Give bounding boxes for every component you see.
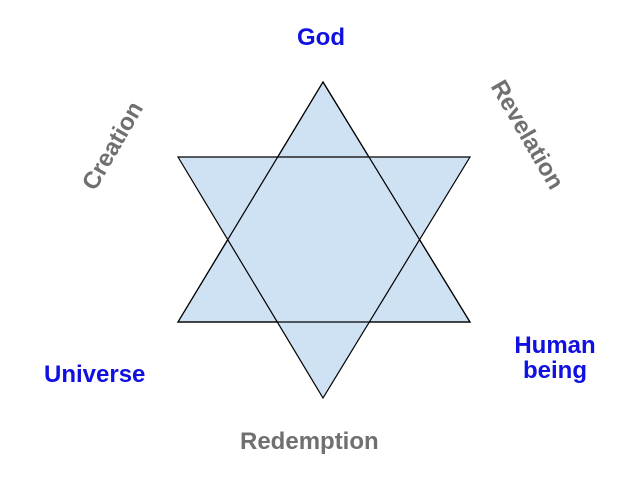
label-universe: Universe — [44, 361, 146, 388]
label-human-being: Human being — [505, 332, 605, 385]
upward-triangle-outline — [176, 80, 472, 323]
label-human-line1: Human — [514, 332, 596, 359]
label-god: God — [297, 24, 345, 51]
downward-triangle — [176, 156, 472, 400]
label-human-line2: being — [523, 357, 587, 385]
label-redemption: Redemption — [240, 428, 379, 455]
